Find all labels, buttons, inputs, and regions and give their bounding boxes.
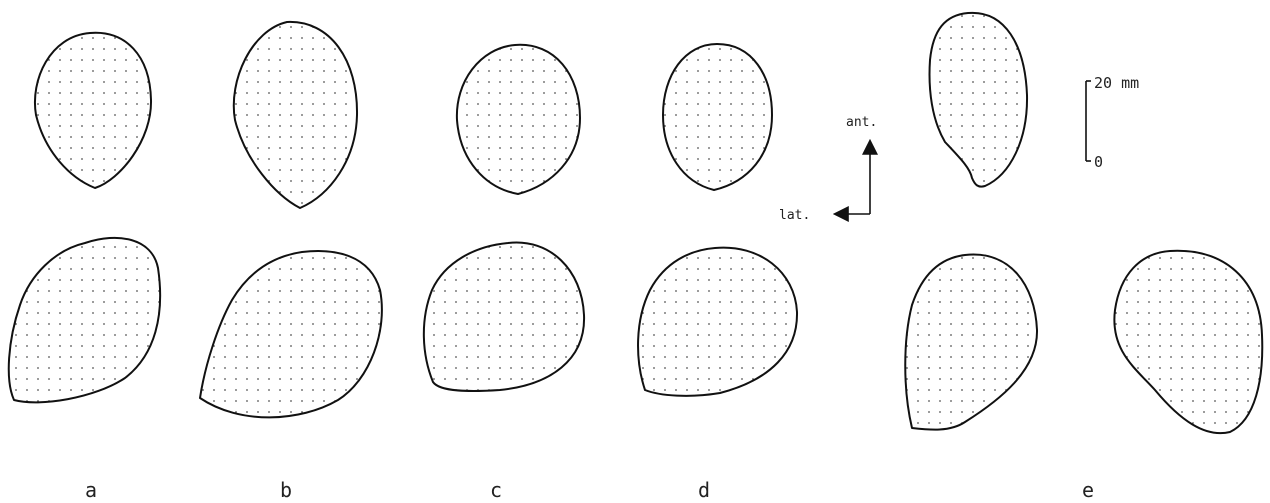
specimen-c-upper-outline <box>455 43 581 195</box>
scale-bar: 20 mm 0 <box>1085 74 1139 171</box>
panel-label-d: d <box>698 478 710 502</box>
specimen-e-lower-right-outline <box>1113 249 1264 435</box>
anterior-label: ant. <box>846 115 877 130</box>
specimen-e-upper-outline <box>928 11 1029 188</box>
specimen-d-upper-outline <box>662 43 773 191</box>
panel-label-c: c <box>490 478 502 502</box>
specimen-b-upper-outline <box>232 20 359 209</box>
scale-bar-bottom-label: 0 <box>1094 153 1103 171</box>
specimen-e-lower-left-outline <box>904 253 1039 431</box>
scale-bar-top-label: 20 mm <box>1094 74 1139 92</box>
specimen-c-lower-outline <box>422 241 586 393</box>
orientation-indicator: ant. lat. <box>779 115 878 223</box>
lateral-label: lat. <box>779 208 810 223</box>
specimen-d-lower-outline <box>637 246 799 397</box>
panel-label-e: e <box>1082 478 1094 502</box>
panel-label-b: b <box>280 478 292 502</box>
specimen-a-lower-outline <box>7 236 162 404</box>
specimen-a-upper-outline <box>34 31 153 189</box>
panel-label-a: a <box>85 478 97 502</box>
specimen-b-lower-outline <box>199 250 383 419</box>
